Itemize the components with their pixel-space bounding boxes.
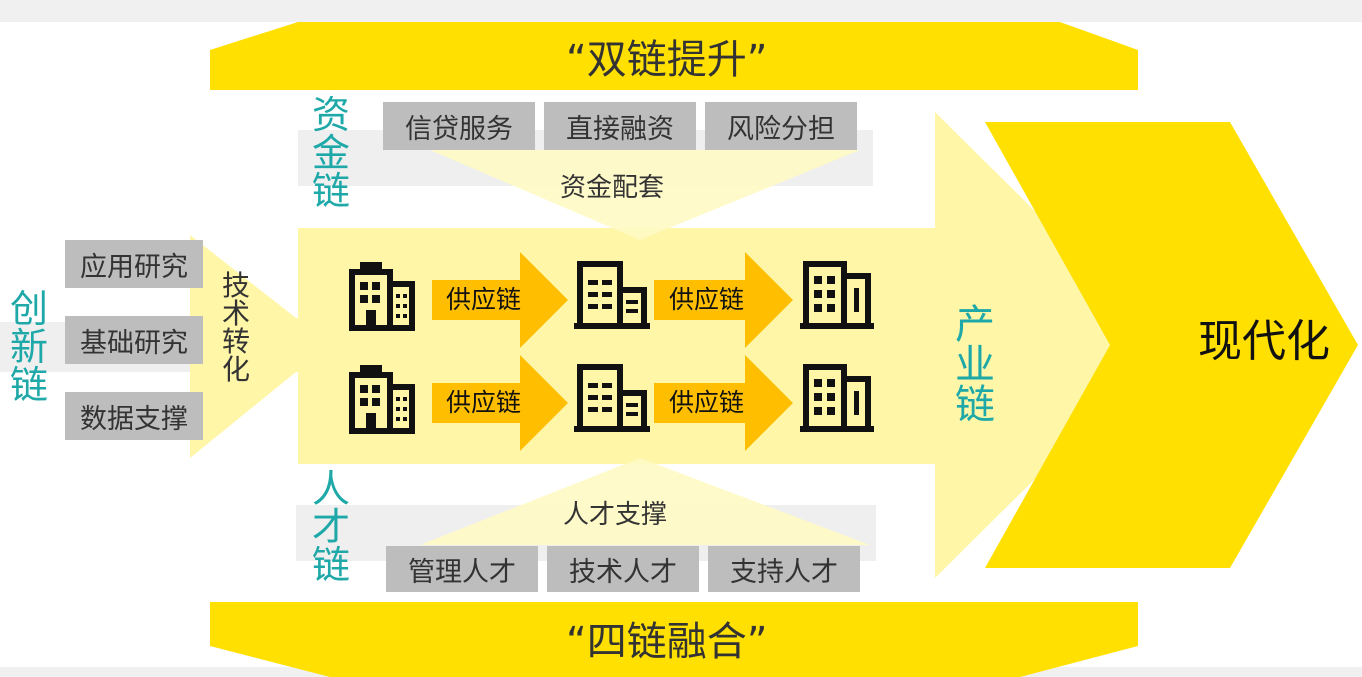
building-medium-icon xyxy=(574,364,650,432)
capital-chain-title-text: 资金链 xyxy=(312,96,350,210)
vertical-char: 才 xyxy=(312,505,351,549)
talent-support-label: 人才支撑 xyxy=(563,500,668,530)
vertical-char: 新 xyxy=(10,325,49,369)
innovation-item-applied-research: 应用研究 xyxy=(65,240,203,288)
building-large-icon xyxy=(800,364,874,432)
capital-support-label: 资金配套 xyxy=(560,173,665,203)
top-banner-cap xyxy=(210,22,1138,50)
bottom-banner-label: “四链融合” xyxy=(566,619,768,665)
talent-item-technical: 技术人才 xyxy=(547,546,699,592)
vertical-char: 链 xyxy=(312,169,351,213)
supply-arrow-r2-b xyxy=(654,355,793,451)
outcome-chevron xyxy=(985,122,1358,568)
vertical-char: 转 xyxy=(222,325,251,358)
building-small-icon xyxy=(349,262,415,331)
vertical-char: 技 xyxy=(222,269,251,302)
vertical-char: 人 xyxy=(312,467,351,511)
building-small-icon xyxy=(349,365,415,434)
innovation-chain-title: 创新链 xyxy=(10,290,48,404)
supply-arrow-r1-a xyxy=(432,252,568,348)
innovation-item-data-support: 数据支撑 xyxy=(65,392,203,440)
capital-item-risk-sharing: 风险分担 xyxy=(705,102,857,150)
supply-label-r2-b: 供应链 xyxy=(669,388,745,417)
innovation-arrow xyxy=(190,235,296,458)
industry-chain-title-text: 产业链 xyxy=(955,305,995,425)
capital-fan xyxy=(430,150,860,240)
vertical-char: 链 xyxy=(10,363,49,407)
top-banner-label: “双链提升” xyxy=(566,37,768,83)
industry-arrow xyxy=(298,112,1170,578)
capital-chain-title: 资金链 xyxy=(312,96,350,210)
building-medium-icon xyxy=(574,261,650,329)
supply-label-r2-a: 供应链 xyxy=(446,388,522,417)
vertical-char: 业 xyxy=(955,342,995,388)
tech-transfer-label: 技术转化 xyxy=(222,272,250,384)
vertical-char: 术 xyxy=(222,297,251,330)
bottom-banner-shape xyxy=(210,602,1138,677)
vertical-char: 创 xyxy=(10,287,49,331)
talent-chain-title-text: 人才链 xyxy=(312,470,350,584)
vertical-char: 资 xyxy=(312,93,351,137)
supply-arrow-r2-a xyxy=(432,355,568,451)
top-strip xyxy=(0,0,1362,22)
outcome-label: 现代化 xyxy=(1198,316,1330,367)
capital-item-direct-financing: 直接融资 xyxy=(544,102,696,150)
supply-label-r1-a: 供应链 xyxy=(446,285,522,314)
talent-item-management: 管理人才 xyxy=(386,546,538,592)
vertical-char: 化 xyxy=(222,353,251,386)
building-large-icon xyxy=(800,261,874,329)
tech-transfer-label-text: 技术转化 xyxy=(222,272,250,384)
vertical-char: 金 xyxy=(312,131,351,175)
industry-chain-title: 产业链 xyxy=(955,305,995,425)
vertical-char: 链 xyxy=(312,543,351,587)
supply-arrow-r1-b xyxy=(654,252,793,348)
talent-chain-title: 人才链 xyxy=(312,470,350,584)
innovation-item-basic-research: 基础研究 xyxy=(65,316,203,364)
vertical-char: 产 xyxy=(955,302,995,348)
vertical-char: 链 xyxy=(955,382,995,428)
top-banner-shape xyxy=(210,50,1138,90)
talent-fan xyxy=(420,458,870,545)
innovation-chain-title-text: 创新链 xyxy=(10,290,48,404)
talent-item-support: 支持人才 xyxy=(708,546,860,592)
supply-label-r1-b: 供应链 xyxy=(669,285,745,314)
capital-item-credit: 信贷服务 xyxy=(383,102,535,150)
